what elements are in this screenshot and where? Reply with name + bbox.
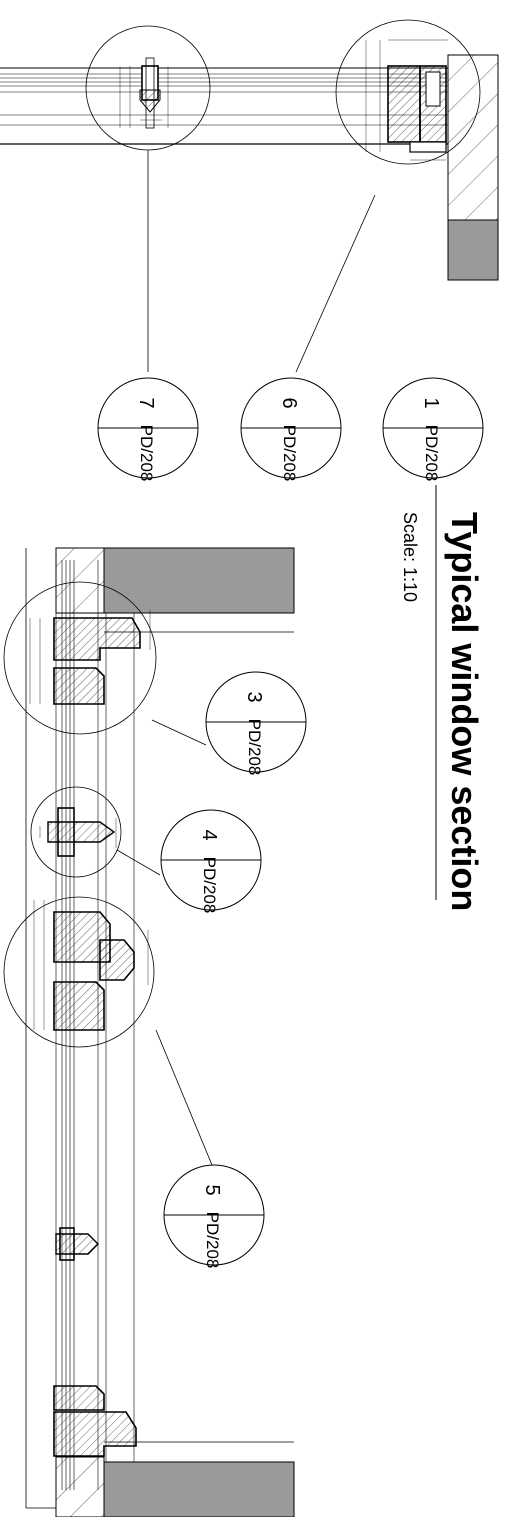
title-block: Typical window section Scale: 1:10 [400,485,485,911]
callout-5[interactable]: 5 PD/208 [163,1164,265,1269]
lower-mullion [55,1227,99,1261]
meeting-rail-detail [3,896,155,1048]
callout-5-number: 5 [201,1184,223,1195]
callout-3-number: 3 [243,691,265,702]
callout-5-sheet: PD/208 [203,1212,222,1269]
callout-7[interactable]: 7 PD/208 [97,377,199,482]
mullion-detail-top [119,57,169,129]
callout-3[interactable]: 3 PD/208 [205,671,307,776]
callout-7-number: 7 [135,397,157,408]
mullion-detail-bottom [30,786,122,878]
bottom-section-view [3,547,295,1518]
drawing-title: Typical window section [444,512,485,911]
jamb-detail-top [365,39,448,161]
callout-6-number: 6 [278,397,300,408]
callout-4-sheet: PD/208 [200,857,219,914]
callout-7-sheet: PD/208 [137,425,156,482]
callout-1[interactable]: 1 PD/208 [382,377,484,482]
head-detail [3,581,157,735]
callout-1-number: 1 [420,397,442,408]
callout-4-number: 4 [198,829,220,840]
callout-1-sheet: PD/208 [422,425,441,482]
drawing-scale: Scale: 1:10 [400,512,420,602]
callout-6-sheet: PD/208 [280,425,299,482]
top-section-view [0,19,499,373]
callout-6[interactable]: 6 PD/208 [240,377,342,482]
callout-3-sheet: PD/208 [245,719,264,776]
sill-detail [53,1385,137,1457]
callout-4[interactable]: 4 PD/208 [160,809,262,914]
